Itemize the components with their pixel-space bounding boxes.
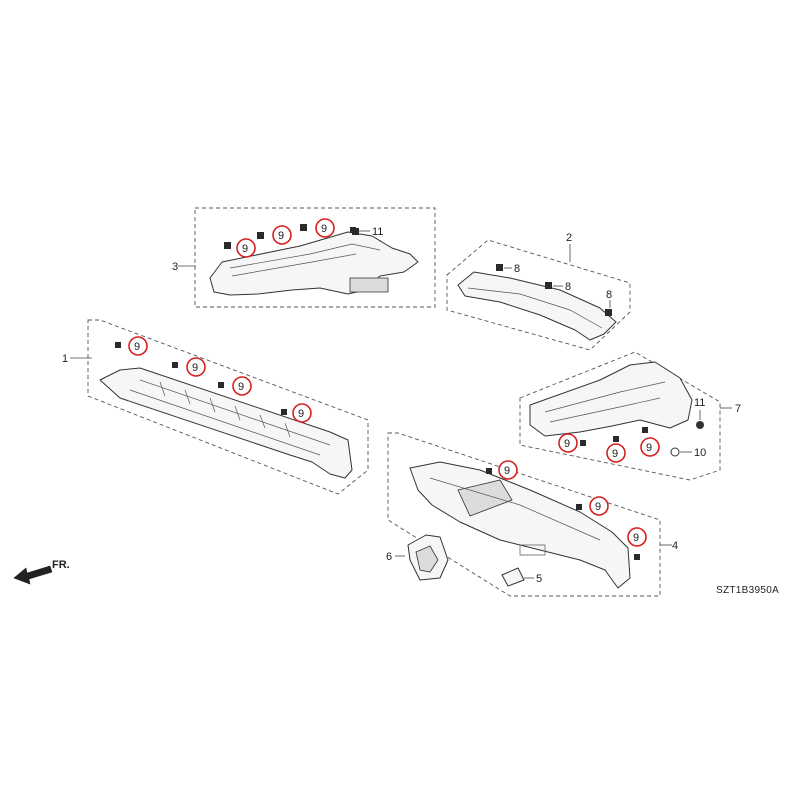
callout-1: 1 xyxy=(62,353,68,365)
group-7-box xyxy=(519,351,721,481)
group-3: 3 xyxy=(172,207,436,308)
group-4-box xyxy=(387,432,661,597)
callout-9-4b: 9 xyxy=(595,501,601,513)
callout-7: 7 xyxy=(735,403,741,415)
direction-label: FR. xyxy=(52,559,70,571)
callout-2: 2 xyxy=(566,232,572,244)
callout-9-7a: 9 xyxy=(564,438,570,450)
callout-8-c: 8 xyxy=(606,289,612,301)
callout-9-3c: 9 xyxy=(321,223,327,235)
front-arrow-icon xyxy=(13,565,53,585)
callout-9-1c: 9 xyxy=(238,381,244,393)
callout-5: 5 xyxy=(536,573,542,585)
highlighted-clips: 9 9 9 9 9 9 9 9 9 9 9 9 xyxy=(115,218,660,560)
callout-8-a: 8 xyxy=(514,263,520,275)
group-7: 7 xyxy=(519,351,741,481)
callout-9-1d: 9 xyxy=(298,408,304,420)
group-4: 4 xyxy=(387,432,678,597)
callout-9-1b: 9 xyxy=(192,362,198,374)
fastener-callouts: 11 8 8 8 11 10 xyxy=(350,226,706,459)
group-2-box xyxy=(446,239,631,351)
part-6: 6 xyxy=(386,534,449,581)
callout-11-b: 11 xyxy=(694,397,705,409)
part-5: 5 xyxy=(501,567,542,587)
callout-10: 10 xyxy=(694,447,706,459)
clip-icon xyxy=(224,242,231,249)
callout-9-7c: 9 xyxy=(646,442,652,454)
callout-9-3a: 9 xyxy=(242,243,248,255)
part-2-roof-trim xyxy=(457,271,617,341)
callout-9-4c: 9 xyxy=(633,532,639,544)
group-2: 2 xyxy=(446,232,631,351)
callout-9-3b: 9 xyxy=(278,230,284,242)
drawing-code: SZT1B3950A xyxy=(716,585,779,596)
group-1: 1 xyxy=(62,319,369,495)
callout-6: 6 xyxy=(386,551,392,563)
clip-icon xyxy=(300,224,307,231)
callout-11-a: 11 xyxy=(372,226,383,238)
group-1-box xyxy=(87,319,369,495)
callout-9-4a: 9 xyxy=(504,465,510,477)
callout-3: 3 xyxy=(172,261,178,273)
callout-4: 4 xyxy=(672,540,678,552)
callout-9-7b: 9 xyxy=(612,448,618,460)
highlight-ring xyxy=(236,238,256,258)
callout-9-1a: 9 xyxy=(134,341,140,353)
group-3-box xyxy=(194,207,436,308)
callout-8-b: 8 xyxy=(565,281,571,293)
part-7-quarter-trim xyxy=(529,361,693,437)
front-direction-indicator: FR. xyxy=(13,559,70,585)
clip-icon xyxy=(257,232,264,239)
